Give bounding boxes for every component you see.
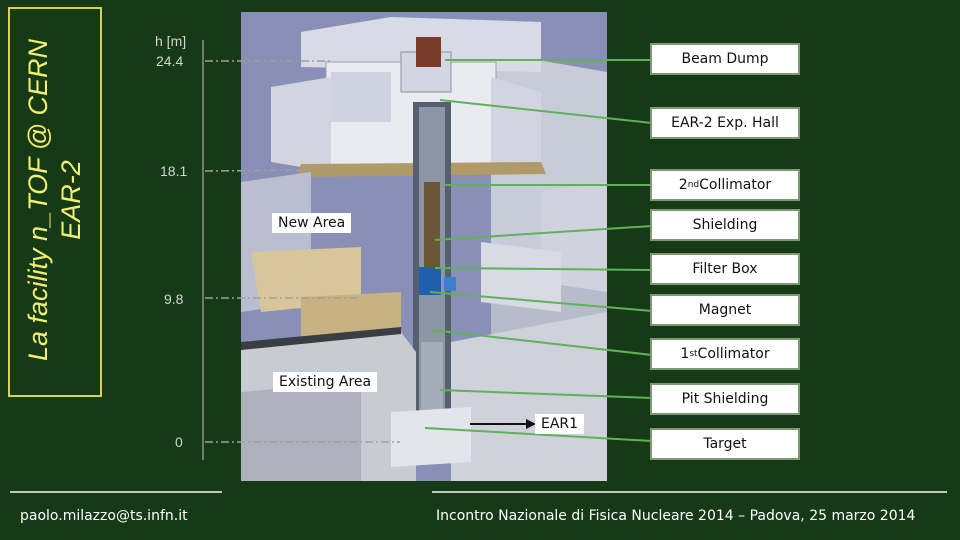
collimator-1-number: 1 [680,346,690,362]
footer-line-right [432,491,947,493]
collimator-2-ordinal: nd [687,180,700,190]
title-frame [8,7,102,397]
facility-drawing [241,12,607,481]
title-line-1: La facility n_TOF @ CERN [23,38,53,362]
height-unit-label: h [m] [155,33,187,49]
callout-target: Target [650,428,800,460]
collimator-1-ordinal: st [689,349,698,359]
footer-line-left [10,491,222,493]
label-ear1: EAR1 [535,414,585,434]
label-existing-area: Existing Area [273,372,378,392]
vertical-title: La facility n_TOF @ CERN EAR-2 [22,39,88,361]
label-new-area: New Area [272,213,352,233]
callout-beam-dump: Beam Dump [650,43,800,75]
footer-conference: Incontro Nazionale di Fisica Nucleare 20… [436,508,916,524]
height-tick-0: 0 [175,434,183,450]
height-tick-24-4: 24.4 [156,53,184,69]
title-line-2: EAR-2 [56,160,86,240]
callout-pit-shielding: Pit Shielding [650,383,800,415]
collimator-2-text: Collimator [699,177,772,193]
footer-email: paolo.milazzo@ts.infn.it [20,508,188,524]
callout-filter-box: Filter Box [650,253,800,285]
collimator-2-number: 2 [678,177,688,193]
facility-cross-section-image [241,12,607,481]
callout-ear2-exp-hall: EAR-2 Exp. Hall [650,107,800,139]
callout-shielding: Shielding [650,209,800,241]
height-tick-9-8: 9.8 [164,291,184,307]
collimator-1-text: Collimator [697,346,770,362]
height-tick-18-1: 18.1 [160,163,188,179]
callout-magnet: Magnet [650,294,800,326]
